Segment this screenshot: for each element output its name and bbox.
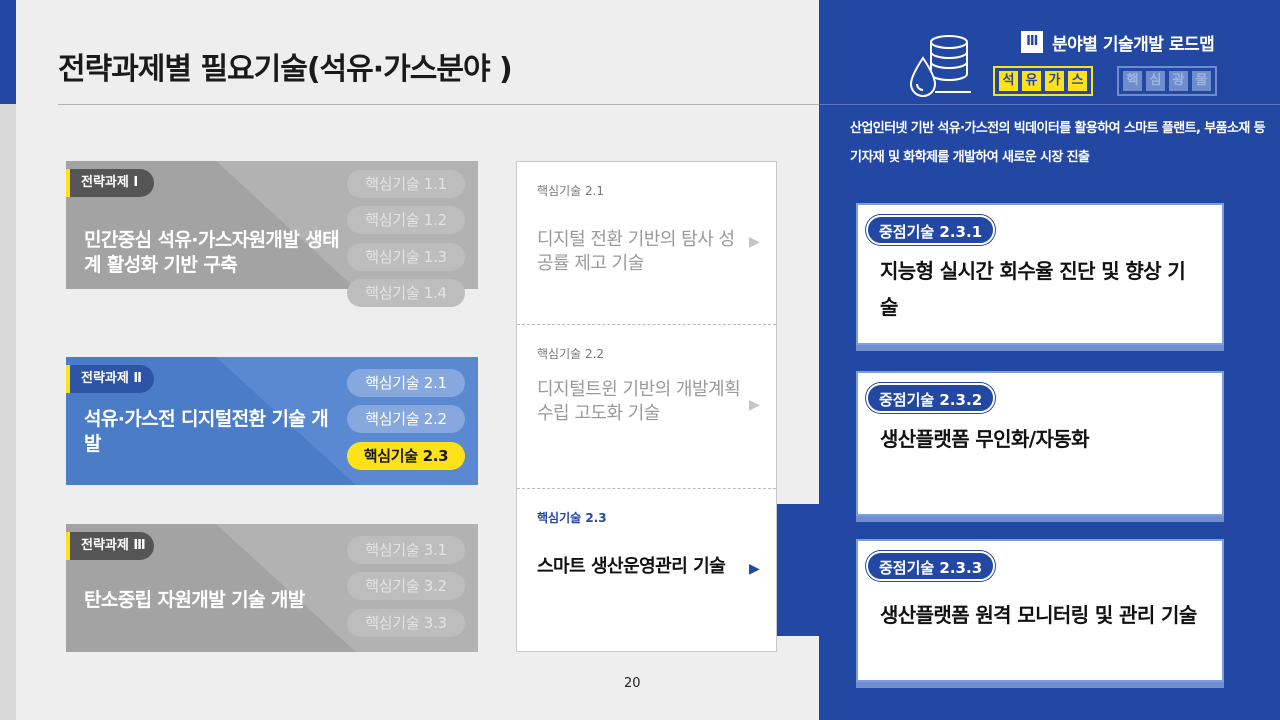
strategy-label: 전략과제 Ⅲ <box>66 532 154 560</box>
title-divider <box>58 104 820 105</box>
core-tech-section-active[interactable]: 핵심기술 2.3 스마트 생산운영관리 기술 ▶ <box>517 489 776 651</box>
tag-char: 심 <box>1146 71 1165 91</box>
dashed-divider <box>517 488 776 489</box>
category-tag-core-minerals: 핵 심 광 물 <box>1117 66 1217 96</box>
page-title: 전략과제별 필요기술(석유·가스분야 ) <box>58 52 513 87</box>
focus-tech-text: 생산플랫폼 원격 모니터링 및 관리 기술 <box>880 603 1197 627</box>
core-tech-text: 디지털 전환 기반의 탐사 성공률 제고 기술 <box>537 229 735 274</box>
tag-char: 석 <box>999 71 1018 91</box>
core-tech-detail-card: 핵심기술 2.1 디지털 전환 기반의 탐사 성공률 제고 기술 ▶ 핵심기술 … <box>516 161 777 652</box>
core-tech-tag: 핵심기술 2.2 <box>537 347 605 361</box>
arrow-right-icon: ▶ <box>749 234 760 250</box>
core-tech-section[interactable]: 핵심기술 2.2 디지털트윈 기반의 개발계획 수립 고도화 기술 ▶ <box>517 325 776 488</box>
core-tech-section[interactable]: 핵심기술 2.1 디지털 전환 기반의 탐사 성공률 제고 기술 ▶ <box>517 162 776 324</box>
focus-tech-box[interactable]: 중점기술 2.3.3 생산플랫폼 원격 모니터링 및 관리 기술 <box>856 539 1224 682</box>
page-number: 20 <box>624 676 641 691</box>
core-tech-tag: 핵심기술 2.1 <box>537 184 605 198</box>
arrow-right-icon: ▶ <box>749 397 760 413</box>
core-tech-pill-active[interactable]: 핵심기술 2.3 <box>347 442 465 470</box>
section-roadmap-label: Ⅲ 분야별 기술개발 로드맵 <box>1021 30 1215 55</box>
core-tech-pill[interactable]: 핵심기술 2.1 <box>347 369 465 397</box>
core-tech-pill[interactable]: 핵심기술 1.4 <box>347 279 465 307</box>
oil-barrel-icon <box>909 35 971 97</box>
left-accent-bar <box>0 0 16 104</box>
tag-char: 가 <box>1045 71 1064 91</box>
connector-bar <box>777 504 819 636</box>
strategy-title: 민간중심 석유·가스자원개발 생태계 활성화 기반 구축 <box>84 229 340 276</box>
section-title: 분야별 기술개발 로드맵 <box>1052 34 1215 55</box>
strategy-title: 탄소중립 자원개발 기술 개발 <box>84 589 305 611</box>
core-tech-text: 디지털트윈 기반의 개발계획 수립 고도화 기술 <box>537 379 741 424</box>
core-tech-pill[interactable]: 핵심기술 3.3 <box>347 609 465 637</box>
category-tag-oil-gas: 석 유 가 스 <box>993 66 1093 96</box>
focus-tech-box[interactable]: 중점기술 2.3.1 지능형 실시간 회수율 진단 및 향상 기술 <box>856 203 1224 345</box>
section-description: 산업인터넷 기반 석유·가스전의 빅데이터를 활용하여 스마트 플랜트, 부품소… <box>850 121 1266 165</box>
tag-char: 핵 <box>1123 71 1142 91</box>
focus-tech-tag: 중점기술 2.3.2 <box>866 383 996 413</box>
strategy-label: 전략과제 Ⅰ <box>66 169 154 197</box>
focus-tech-text: 생산플랫폼 무인화/자동화 <box>880 427 1089 451</box>
focus-tech-tag: 중점기술 2.3.3 <box>866 551 996 581</box>
core-tech-pill[interactable]: 핵심기술 3.2 <box>347 572 465 600</box>
focus-tech-box[interactable]: 중점기술 2.3.2 생산플랫폼 무인화/자동화 <box>856 371 1224 516</box>
focus-tech-tag: 중점기술 2.3.1 <box>866 215 996 245</box>
strategy-card-3: 전략과제 Ⅲ 탄소중립 자원개발 기술 개발 핵심기술 3.1 핵심기술 3.2… <box>66 524 478 652</box>
strategy-title: 석유·가스전 디지털전환 기술 개발 <box>84 408 329 455</box>
core-tech-pill[interactable]: 핵심기술 2.2 <box>347 405 465 433</box>
section-number-badge: Ⅲ <box>1021 31 1043 53</box>
tag-char: 광 <box>1169 71 1188 91</box>
dashed-divider <box>517 324 776 325</box>
strategy-card-2: 전략과제 Ⅱ 석유·가스전 디지털전환 기술 개발 핵심기술 2.1 핵심기술 … <box>66 357 478 485</box>
core-tech-text: 스마트 생산운영관리 기술 <box>537 556 726 577</box>
core-tech-pill[interactable]: 핵심기술 1.1 <box>347 170 465 198</box>
strategy-label: 전략과제 Ⅱ <box>66 365 154 393</box>
tag-char: 물 <box>1192 71 1211 91</box>
core-tech-pill[interactable]: 핵심기술 3.1 <box>347 536 465 564</box>
right-panel-divider <box>819 104 1280 105</box>
arrow-right-icon: ▶ <box>749 561 760 577</box>
left-side-strip <box>0 0 16 720</box>
core-tech-pill[interactable]: 핵심기술 1.2 <box>347 206 465 234</box>
strategy-card-1: 전략과제 Ⅰ 민간중심 석유·가스자원개발 생태계 활성화 기반 구축 핵심기술… <box>66 161 478 307</box>
core-tech-pill[interactable]: 핵심기술 1.3 <box>347 243 465 271</box>
tag-char: 스 <box>1068 71 1087 91</box>
focus-tech-text: 지능형 실시간 회수율 진단 및 향상 기술 <box>880 259 1186 319</box>
tag-char: 유 <box>1022 71 1041 91</box>
core-tech-tag: 핵심기술 2.3 <box>537 511 607 525</box>
